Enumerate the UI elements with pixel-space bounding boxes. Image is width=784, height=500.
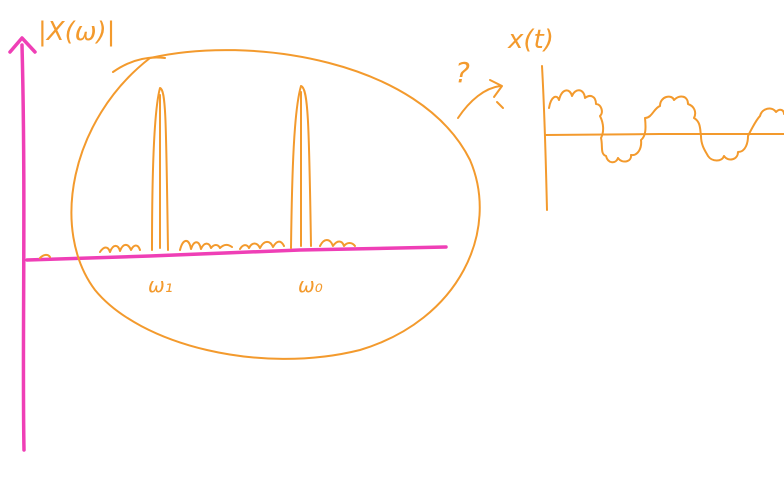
time-horizontal-axis xyxy=(544,133,784,136)
left-floor-tick xyxy=(39,253,51,259)
question-mark: ? xyxy=(455,56,470,89)
omega-1-label: ω₁ xyxy=(148,273,173,297)
question-arrow xyxy=(457,79,504,119)
time-vertical-axis xyxy=(541,65,548,211)
sidelobe-ripples xyxy=(99,239,356,253)
highlight-ellipse xyxy=(70,49,481,360)
time-signal-wave xyxy=(548,89,784,164)
time-signal-label: x(t) xyxy=(507,25,554,55)
vertical-axis xyxy=(8,36,37,452)
peak-omega-0 xyxy=(290,85,312,249)
horizontal-axis xyxy=(25,245,448,262)
magnitude-label: |X(ω)| xyxy=(38,17,115,47)
peak-omega-1 xyxy=(151,87,169,251)
ellipse-stroke-overlap xyxy=(112,56,166,73)
omega-0-label: ω₀ xyxy=(298,273,323,297)
